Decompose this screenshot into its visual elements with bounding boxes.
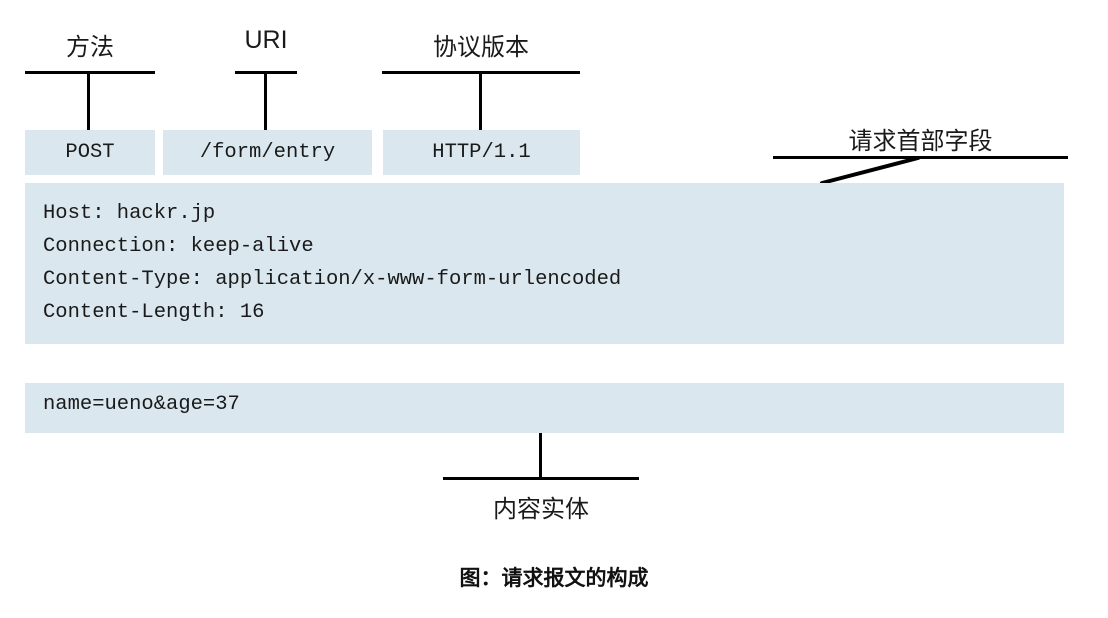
token-method: POST: [65, 141, 115, 164]
token-box-method: POST: [25, 130, 155, 175]
label-request-headers: 请求首部字段: [848, 128, 993, 155]
token-box-uri: /form/entry: [163, 130, 372, 175]
label-body-entity: 内容实体: [493, 496, 589, 523]
header-line: Connection: keep-alive: [43, 235, 314, 258]
leader-stem-body: [539, 433, 542, 479]
header-line: Content-Type: application/x-www-form-url…: [43, 268, 622, 291]
leader-stem-uri: [264, 71, 267, 131]
leader-stem-version: [479, 71, 482, 131]
token-uri: /form/entry: [199, 141, 336, 164]
leader-rule-request-headers: [773, 156, 1068, 159]
token-box-version: HTTP/1.1: [383, 130, 580, 175]
leader-rule-method: [25, 71, 155, 74]
body-text: name=ueno&age=37: [43, 393, 240, 416]
header-line: Content-Length: 16: [43, 301, 265, 324]
figure-caption: 图：请求报文的构成: [459, 567, 649, 590]
label-method: 方法: [66, 34, 114, 61]
token-version: HTTP/1.1: [432, 141, 531, 164]
leader-stem-method: [87, 71, 90, 131]
leader-rule-body: [443, 477, 639, 480]
headers-box: Host: hackr.jp Connection: keep-alive Co…: [25, 183, 1064, 344]
label-uri: URI: [244, 26, 288, 54]
body-box: name=ueno&age=37: [25, 383, 1064, 433]
label-version: 协议版本: [433, 34, 529, 61]
header-line: Host: hackr.jp: [43, 202, 216, 225]
